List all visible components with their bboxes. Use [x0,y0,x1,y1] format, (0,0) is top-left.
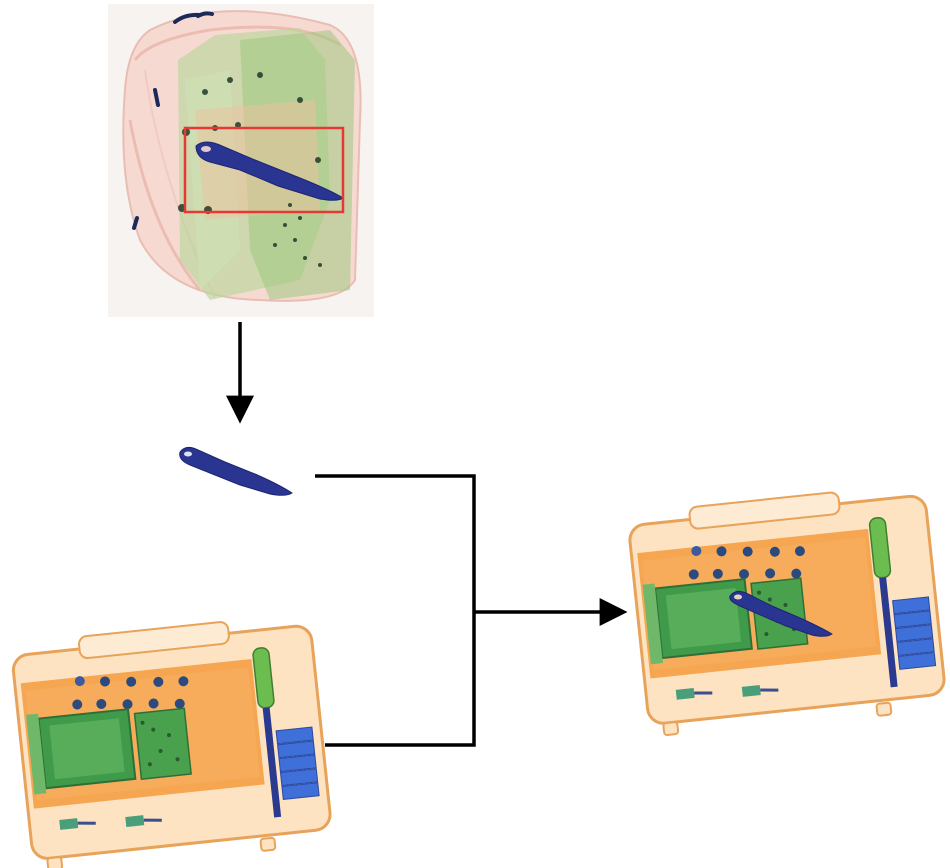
merge-bracket [315,474,476,747]
case-dots [72,676,189,710]
synthesized-xray-case [628,491,946,736]
merge-connector [315,474,628,747]
connectors [59,815,162,830]
source-xray-bag [108,4,374,317]
inserted-knife [729,590,833,637]
knife-highlight-box [183,126,345,214]
background-xray-case [11,621,332,868]
batteries [275,726,320,801]
screwdriver [252,647,282,818]
extracted-knife [179,446,293,496]
